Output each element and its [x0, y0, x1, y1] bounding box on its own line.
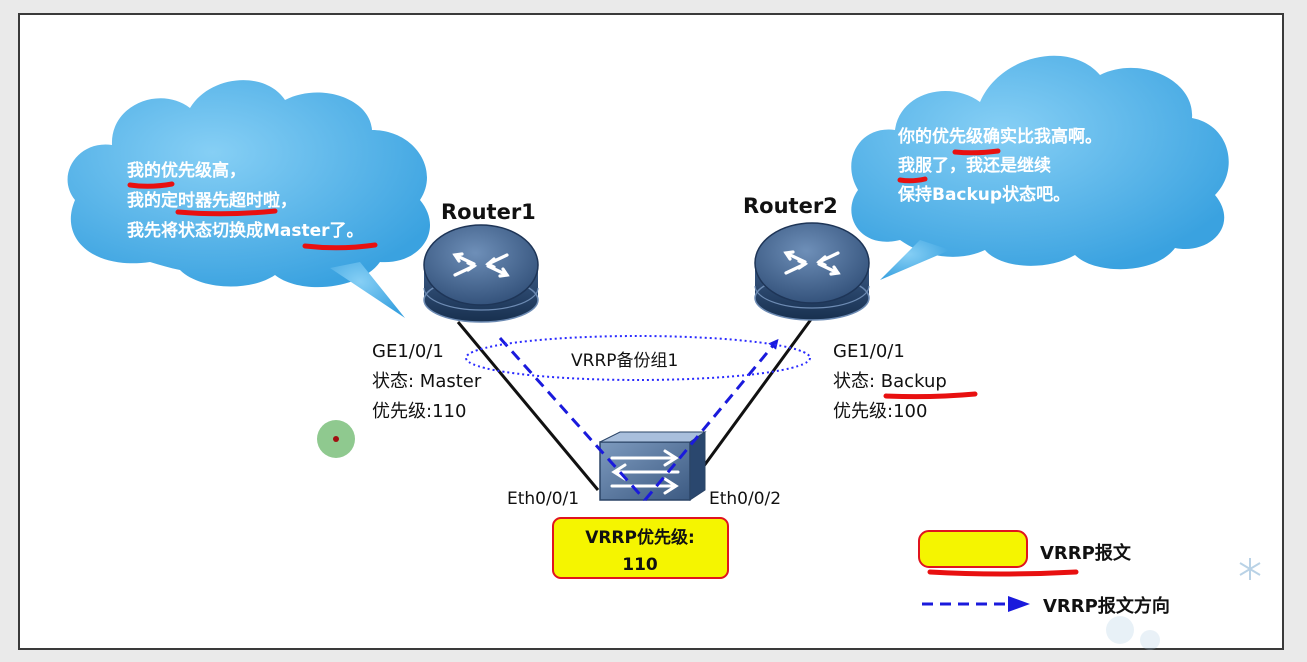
snowflake-icon: [1239, 558, 1261, 580]
router2-state: 状态: Backup: [833, 371, 947, 392]
switch-port-left: Eth0/0/1: [507, 489, 579, 509]
legend-direction-label: VRRP报文方向: [1043, 595, 1170, 617]
left-bubble-line1: 我的优先级高，: [127, 160, 246, 181]
router-icon: [754, 222, 870, 321]
left-cloud: [67, 80, 431, 318]
vrrp-packet-path: [498, 336, 779, 502]
right-bubble-line2: 我服了，我还是继续: [898, 155, 1051, 176]
right-cloud: [851, 55, 1229, 280]
red-underlines: [127, 148, 1079, 577]
vrrp-packet-box: VRRP优先级: 110: [552, 517, 729, 579]
router2-state-value: Backup: [881, 371, 947, 392]
snowflake-watermark: [1106, 616, 1160, 650]
router1-priority: 优先级:110: [372, 401, 466, 422]
pointer-dot: [317, 420, 355, 458]
router2-name: Router2: [743, 194, 838, 218]
legend-arrow-head: [1008, 596, 1030, 612]
router2-state-prefix: 状态:: [833, 371, 881, 392]
vrrp-group-label: VRRP备份组1: [571, 351, 678, 371]
packet-box-line2: 110: [622, 555, 658, 575]
link-router2-switch: [688, 317, 814, 486]
legend: VRRP报文 VRRP报文方向: [918, 530, 1170, 617]
router1-state: 状态: Master: [372, 371, 482, 392]
link-router1-switch: [456, 321, 600, 491]
right-bubble-line3: 保持Backup状态吧。: [897, 184, 1070, 205]
legend-packet-swatch: [918, 530, 1028, 568]
legend-packet-label: VRRP报文: [1040, 542, 1132, 564]
left-bubble-line2: 我的定时器先超时啦，: [127, 190, 297, 211]
switch-icon: [599, 431, 707, 501]
router-icon: [423, 224, 539, 323]
router1-name: Router1: [441, 200, 536, 224]
router1-interface: GE1/0/1: [372, 341, 444, 362]
switch-port-right: Eth0/0/2: [709, 489, 781, 509]
packet-box-line1: VRRP优先级:: [585, 527, 695, 548]
left-bubble-line3: 我先将状态切换成Master了。: [127, 220, 364, 241]
router2-priority: 优先级:100: [833, 401, 927, 422]
vrrp-group-ellipse: [465, 335, 811, 381]
right-bubble-line1: 你的优先级确实比我高啊。: [897, 126, 1102, 147]
router2-interface: GE1/0/1: [833, 341, 905, 362]
